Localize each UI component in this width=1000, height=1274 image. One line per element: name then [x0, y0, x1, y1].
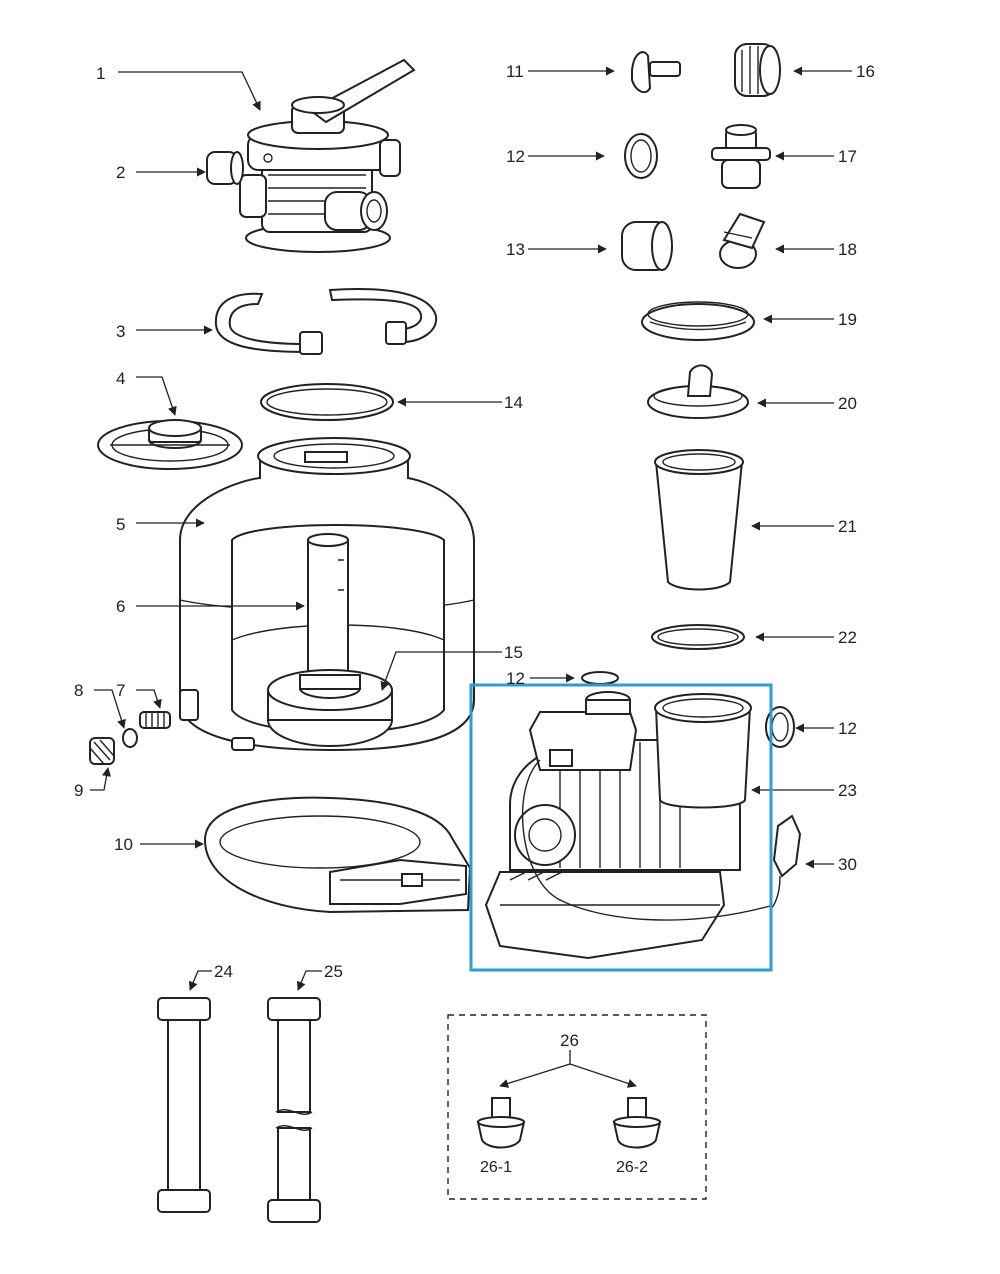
label-30: 30	[838, 855, 857, 874]
hose-25	[267, 997, 321, 1223]
hose-nut	[734, 43, 781, 97]
pump-highlight-frame	[469, 683, 773, 972]
label-6: 6	[116, 597, 125, 616]
label-12a: 12	[506, 147, 525, 166]
multiport-valve	[239, 58, 416, 253]
label-8: 8	[74, 681, 83, 700]
label-25: 25	[324, 962, 343, 981]
label-26-2: 26-2	[616, 1159, 648, 1176]
label-20: 20	[838, 394, 857, 413]
strainer-lid-20	[647, 364, 749, 419]
label-1: 1	[96, 64, 105, 83]
lock-ring-19	[641, 301, 755, 341]
strainer-basket-21	[654, 449, 744, 591]
part-number-labels: 1 2 3 4 5 6 7 8 9 10 11 12 13 14 15 12 1…	[74, 62, 875, 1176]
hose-clamp-18	[719, 212, 766, 269]
label-26: 26	[560, 1031, 579, 1050]
label-23: 23	[838, 781, 857, 800]
label-11: 11	[506, 62, 524, 81]
label-3: 3	[116, 322, 125, 341]
diffuser	[97, 419, 243, 470]
hose-24	[157, 997, 211, 1213]
leader-lines	[90, 66, 852, 1088]
label-18: 18	[838, 240, 857, 259]
label-19: 19	[838, 310, 857, 329]
label-21: 21	[838, 517, 857, 536]
tank-o-ring	[260, 383, 394, 421]
label-9: 9	[74, 781, 83, 800]
part-26-group-box	[447, 1014, 707, 1200]
center-pipe	[307, 533, 349, 681]
label-4: 4	[116, 369, 125, 388]
label-26-1: 26-1	[480, 1159, 512, 1176]
o-ring-12c	[765, 706, 795, 748]
power-cord-plug	[769, 814, 802, 911]
label-10: 10	[114, 835, 133, 854]
label-12c: 12	[838, 719, 857, 738]
label-2: 2	[116, 163, 125, 182]
label-17: 17	[838, 147, 857, 166]
laterals-hub	[267, 669, 393, 747]
hose-connector	[631, 51, 681, 94]
label-7: 7	[116, 681, 125, 700]
drain-cap	[89, 737, 115, 765]
label-5: 5	[116, 515, 125, 534]
leg-26-1	[476, 1097, 526, 1149]
label-14: 14	[504, 393, 523, 412]
o-ring-12b	[581, 671, 619, 685]
adapter-17	[711, 124, 771, 189]
cap-13	[621, 221, 673, 271]
leg-26-2	[612, 1097, 662, 1149]
label-12b: 12	[506, 669, 525, 688]
label-16: 16	[856, 62, 875, 81]
label-24: 24	[214, 962, 233, 981]
label-22: 22	[838, 628, 857, 647]
filter-pump	[484, 691, 771, 960]
label-13: 13	[506, 240, 525, 259]
drain-o-ring	[122, 728, 138, 748]
pressure-gauge-plug	[206, 151, 244, 185]
clamp-halves	[214, 288, 438, 355]
tank-base	[203, 796, 472, 914]
drain-plug	[139, 711, 171, 729]
label-15: 15	[504, 643, 523, 662]
